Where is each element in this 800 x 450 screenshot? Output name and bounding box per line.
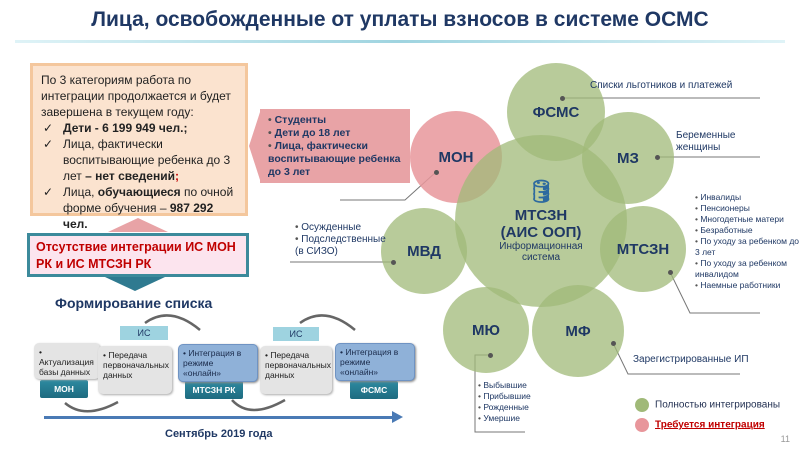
- org-mtszn: МТСЗН РК: [185, 381, 243, 399]
- legend-label: Полностью интегрированы: [655, 399, 781, 411]
- connector-dot: [668, 270, 673, 275]
- curve-arrow: [299, 314, 356, 331]
- step-text: Интеграция в режиме «онлайн»: [183, 348, 242, 378]
- center-desc: Информационная система: [499, 241, 583, 263]
- info-item-children: Дети - 6 199 949 чел.;: [41, 120, 237, 136]
- mtszn-category: По уходу за ребенком инвалидом: [695, 258, 800, 280]
- mz-label: Беременные женщины: [676, 130, 736, 153]
- step-text: Интеграция в режиме «онлайн»: [340, 347, 399, 377]
- connector-dot: [488, 353, 493, 358]
- node-mvd: МВД: [381, 208, 467, 294]
- mvd-category: Подследственные: [295, 234, 386, 246]
- step-text: Актуализация базы данных: [39, 357, 94, 377]
- node-label: МВД: [407, 242, 441, 260]
- info-item-parents: Лица, фактически воспитывающие ребенка д…: [41, 136, 237, 184]
- node-label: МТСЗН: [616, 240, 670, 258]
- fsms-label: Списки льготников и платежей: [590, 80, 733, 91]
- org-fsms: ФСМС: [350, 381, 398, 399]
- is-label: ИС: [120, 326, 168, 340]
- info-item-students: Лица, обучающиеся по очной форме обучени…: [41, 184, 237, 232]
- process-step-transfer: • Передача первоначальных данных: [260, 346, 332, 394]
- curve-arrow: [231, 398, 286, 412]
- step-text: Передача первоначальных данных: [265, 350, 332, 380]
- node-label: МЗ: [617, 149, 639, 167]
- mtszn-label: Инвалиды Пенсионеры Многодетные матери Б…: [695, 192, 800, 291]
- node-mf: МФ: [532, 285, 624, 377]
- mon-category: Лица, фактически воспитывающие ребенка д…: [268, 140, 402, 179]
- timeline-arrow: [44, 416, 394, 419]
- center-title: МТСЗН: [514, 207, 568, 224]
- step-text: Передача первоначальных данных: [103, 350, 170, 380]
- process-step-update: • Актуализация базы данных: [34, 343, 100, 379]
- process-step-online: • Интеграция в режиме «онлайн»: [335, 343, 415, 381]
- info-intro: По 3 категориям работа по интеграции про…: [41, 73, 231, 119]
- center-subtitle: (АИС ООП): [500, 224, 582, 241]
- curve-arrow: [144, 314, 201, 331]
- text: ;: [174, 169, 179, 183]
- text: Лица,: [63, 185, 98, 199]
- mtszn-category: Инвалиды: [695, 192, 800, 203]
- text: по очной форме обучения –: [63, 185, 234, 215]
- connector-dot: [611, 341, 616, 346]
- node-label: МОН: [438, 148, 474, 166]
- title-divider: [15, 40, 785, 43]
- connector-dot: [655, 155, 660, 160]
- myu-category: Рожденные: [478, 402, 531, 413]
- pink-swatch-icon: [635, 417, 649, 432]
- students-count: 987 292 чел.: [63, 201, 214, 231]
- mvd-category: Осужденные: [295, 222, 386, 234]
- center-node: 🛢 МТСЗН (АИС ООП) Информационная система: [455, 135, 627, 307]
- mtszn-category: Многодетные матери: [695, 214, 800, 225]
- text: – нет сведений: [85, 169, 175, 183]
- mf-label: Зарегистрированные ИП: [633, 354, 749, 365]
- process-step-transfer: • Передача первоначальных данных: [98, 346, 172, 394]
- legend-required: Требуется интеграция: [635, 416, 765, 434]
- myu-category: Прибывшие: [478, 391, 530, 402]
- process-title: Формирование списка: [55, 295, 213, 311]
- legend-integrated: Полностью интегрированы: [635, 396, 780, 414]
- arrow-up-icon: [108, 218, 168, 232]
- connector-dot: [434, 170, 439, 175]
- mtszn-category: Пенсионеры: [695, 203, 800, 214]
- children-count: Дети - 6 199 949 чел.;: [63, 121, 188, 135]
- org-mon: МОН: [40, 380, 88, 398]
- mon-category: Дети до 18 лет: [268, 127, 402, 140]
- myu-category: Умершие: [478, 413, 531, 424]
- node-label: МФ: [565, 322, 591, 340]
- node-label: ФСМС: [532, 103, 580, 121]
- page-title: Лица, освобожденные от уплаты взносов в …: [91, 8, 709, 31]
- info-box: По 3 категориям работа по интеграции про…: [30, 63, 248, 231]
- page-number: 11: [780, 434, 790, 444]
- text: обучающиеся: [97, 185, 181, 199]
- is-label: ИС: [273, 327, 319, 341]
- timeline-date: Сентябрь 2019 года: [165, 428, 273, 440]
- absence-box: Отсутствие интеграции ИС МОН РК и ИС МТС…: [27, 233, 249, 277]
- callout-pointer: [249, 109, 261, 183]
- mtszn-category: По уходу за ребенком до 3 лет: [695, 236, 800, 258]
- arrow-down-icon: [105, 277, 165, 291]
- mtszn-category: Наемные работники: [695, 280, 800, 291]
- node-label: МЮ: [472, 321, 500, 339]
- mon-callout: Студенты Дети до 18 лет Лица, фактически…: [260, 109, 410, 183]
- mvd-note: (в СИЗО): [295, 246, 338, 257]
- myu-category: Выбывшие: [478, 380, 531, 391]
- text: Лица, фактически воспитывающие ребенка д…: [63, 137, 231, 183]
- legend-label: Требуется интеграция: [655, 419, 765, 431]
- database-icon: 🛢: [527, 179, 555, 204]
- process-step-online: • Интеграция в режиме «онлайн»: [178, 344, 258, 382]
- green-swatch-icon: [635, 397, 649, 412]
- arrow-right-icon: [392, 411, 403, 423]
- connector-dot: [560, 96, 565, 101]
- mtszn-category: Безработные: [695, 225, 800, 236]
- mon-category: Студенты: [268, 114, 402, 127]
- connector-dot: [391, 260, 396, 265]
- myu-label: Выбывшие Прибывшие Рожденные Умершие: [478, 380, 531, 424]
- curve-arrow: [64, 400, 119, 413]
- mvd-label: Осужденные Подследственные (в СИЗО): [295, 222, 386, 258]
